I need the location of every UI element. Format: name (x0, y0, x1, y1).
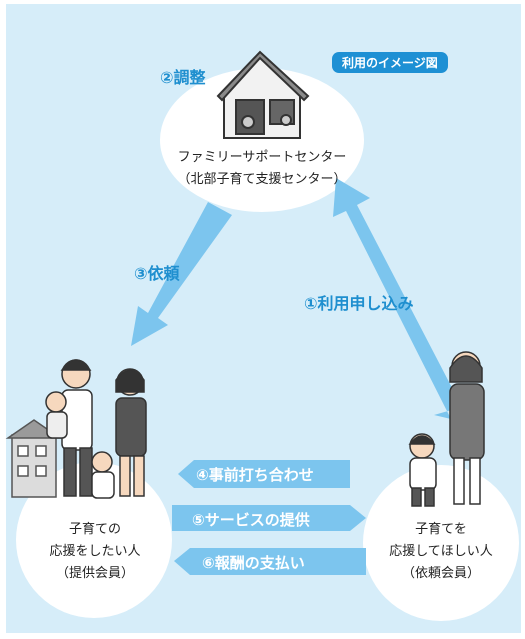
step-4-label: ④事前打ち合わせ (196, 466, 314, 484)
center-node-circle (160, 68, 364, 212)
provider-line2: 応援をしたい人 (49, 544, 141, 559)
bar-meeting (178, 460, 350, 488)
arrow-request (131, 202, 232, 346)
requester-line2: 応援してほしい人 (389, 544, 493, 559)
step-1-label: ①利用申し込み (304, 294, 414, 313)
center-name: ファミリーサポートセンター (177, 150, 347, 165)
step-5-label: ⑤サービスの提供 (192, 511, 310, 529)
provider-family-illustration (45, 359, 147, 499)
provider-node-circle (16, 462, 172, 618)
step-2-label: ②調整 (160, 68, 206, 87)
provider-line3: （提供会員） (55, 566, 134, 581)
arrow-apply (333, 178, 462, 419)
requester-family-illustration (408, 351, 485, 507)
bar-payment (174, 548, 366, 575)
step-3-label: ③依頼 (134, 264, 180, 283)
provider-line1: 子育ての (68, 522, 121, 537)
center-sub: （北部子育て支援センター） (177, 172, 347, 187)
badge-usage-image: 利用のイメージ図 (332, 52, 448, 73)
step-6-label: ⑥報酬の支払い (202, 554, 305, 572)
bar-service (172, 505, 366, 531)
house-icon (216, 50, 310, 139)
requester-line3: （依頼会員） (401, 566, 480, 581)
requester-line1: 子育てを (415, 522, 467, 537)
